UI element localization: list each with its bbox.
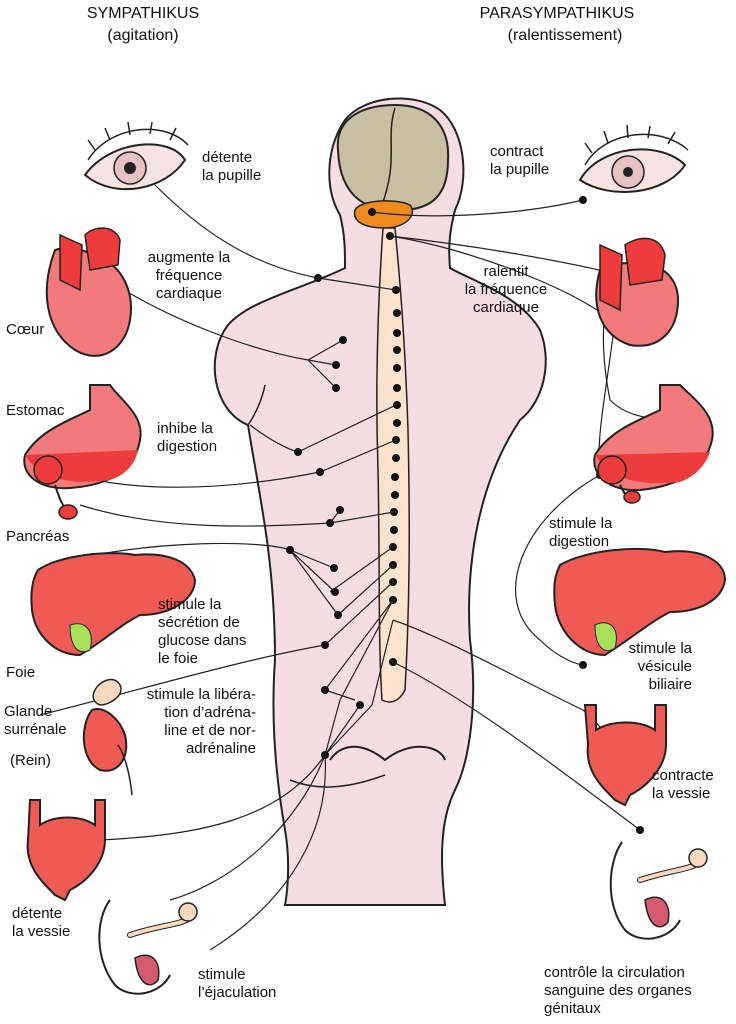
right-stomach — [593, 384, 714, 504]
parasympathetic-subtitle: (ralentissement) — [507, 27, 623, 44]
cns — [336, 103, 450, 703]
left-bladder — [26, 799, 106, 902]
brainstem — [353, 200, 414, 229]
right-liver — [553, 547, 727, 657]
gluteal-line — [289, 774, 386, 788]
right-heart — [595, 237, 680, 347]
right-eye — [578, 124, 689, 193]
para-gallbladder-label: stimule la vésicule biliaire — [628, 640, 692, 693]
para-pupil-label: contract la pupille — [490, 143, 550, 178]
left-stomach — [23, 384, 142, 520]
label-estomac: Estomac — [6, 402, 65, 419]
symp-ejaculation-label: stimule l’éjaculation — [198, 966, 277, 1001]
left-liver — [30, 552, 197, 657]
sympathetic-title: SYMPATHIKUS — [86, 5, 200, 22]
symp-pupil-label: détente la pupille — [202, 149, 262, 184]
armpit-line — [247, 384, 266, 426]
sympathetic-subtitle: (agitation) — [107, 27, 179, 44]
label-coeur: Cœur — [6, 321, 45, 338]
right-bladder — [583, 704, 667, 807]
left-adrenal-kidney — [82, 678, 133, 796]
left-genitals — [98, 899, 198, 995]
symp-digestion-label: inhibe la digestion — [157, 420, 218, 455]
para-digestion-label: stimule la digestion — [549, 515, 613, 550]
label-pancreas: Pancréas — [6, 528, 70, 545]
label-rein: (Rein) — [10, 752, 51, 769]
symp-bladder-label: détente la vessie — [12, 905, 71, 940]
label-foie: Foie — [6, 664, 36, 681]
spinal-cord — [376, 227, 410, 703]
buttocks-line — [329, 745, 446, 762]
symp-glucose-label: stimule la sécrétion de glucose dans le … — [158, 596, 247, 667]
symp-heart-label: augmente la fréquence cardiaque — [147, 249, 231, 302]
parasympathetic-title: PARASYMPATHIKUS — [479, 5, 635, 22]
brain — [336, 103, 450, 212]
symp-adrenaline-label: stimule la libéra- tion d’adréna- line e… — [146, 686, 256, 757]
para-heart-label: ralentit la fréquence cardiaque — [464, 263, 548, 316]
para-genital-label: contrôle la circulation sanguine des org… — [544, 964, 692, 1017]
brain-fissure — [379, 107, 396, 211]
right-genitals — [609, 841, 708, 940]
left-eye — [83, 121, 189, 191]
para-bladder-label: contracte la vessie — [652, 767, 714, 802]
left-heart — [45, 227, 132, 357]
label-glande-surrenale: Glande surrénale — [4, 703, 67, 738]
